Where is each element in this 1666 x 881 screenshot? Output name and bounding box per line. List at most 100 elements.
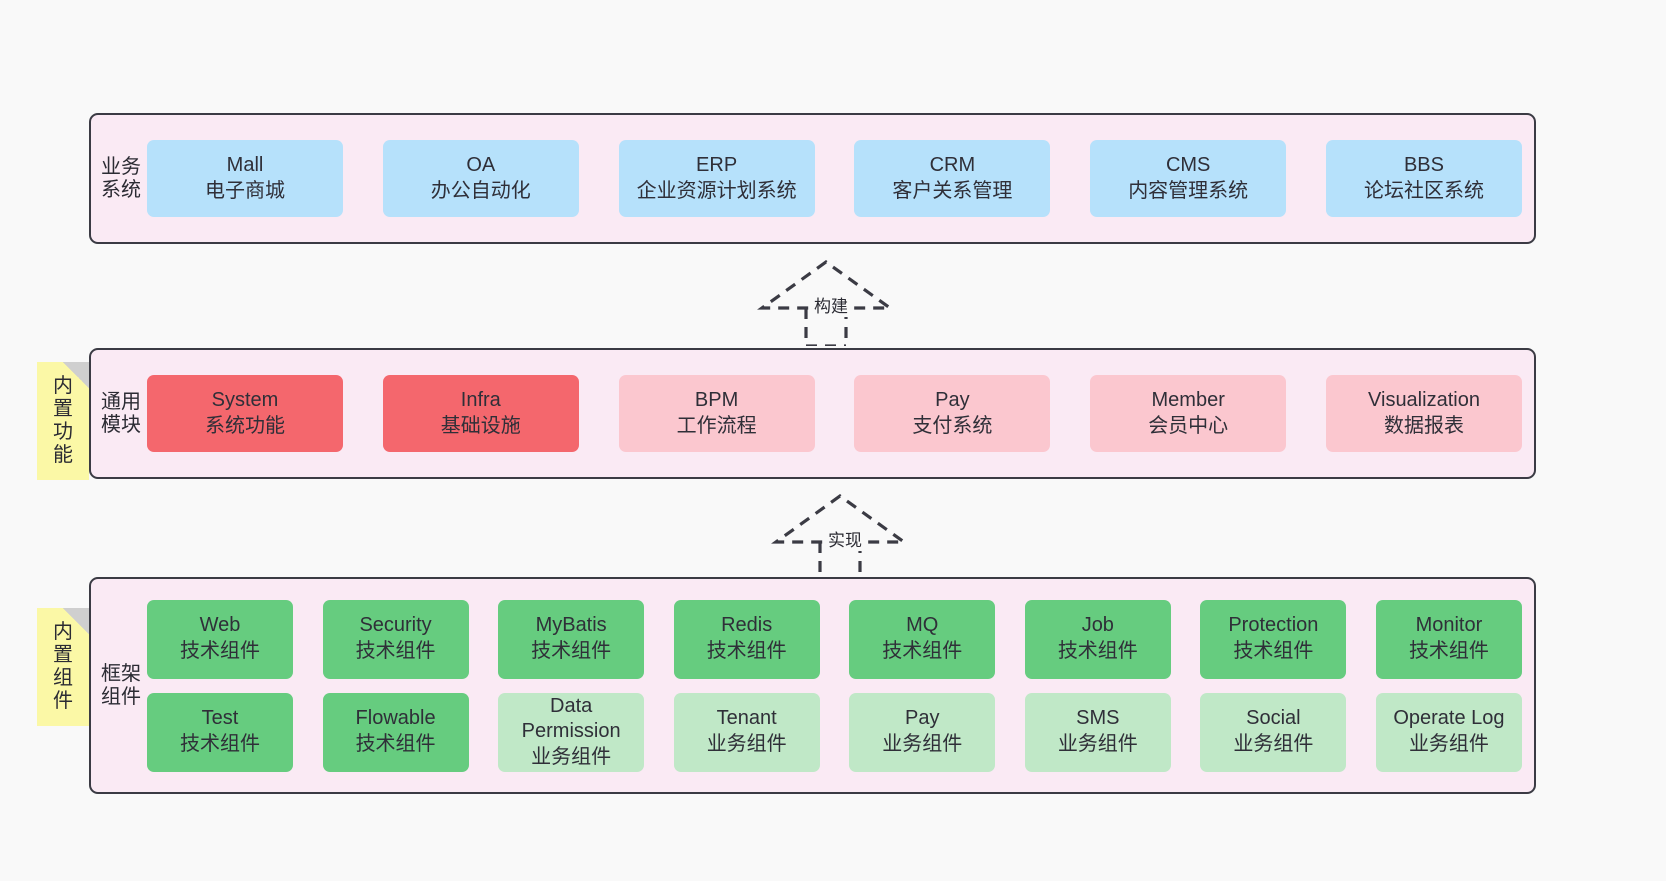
card-protection[interactable]: Protection 技术组件 (1200, 599, 1347, 679)
card-cms[interactable]: CMS 内容管理系统 (1090, 140, 1287, 217)
framework-tech-row: Web 技术组件 Security 技术组件 MyBatis 技术组件 Redi… (147, 599, 1522, 679)
card-infra[interactable]: Infra 基础设施 (382, 375, 579, 452)
card-title-en: Protection (1228, 614, 1319, 637)
card-title-cn: 业务组件 (1057, 733, 1138, 755)
note-builtin-function: 内置功能 (37, 362, 89, 480)
card-visualization[interactable]: Visualization 数据报表 (1325, 375, 1522, 452)
card-title-en: ERP (696, 153, 738, 176)
card-title-en: Job (1081, 614, 1114, 637)
layer-framework-component: 框架组件 Web 技术组件 Security 技术组件 MyBatis 技术组件… (89, 577, 1536, 794)
card-title-en: System (211, 388, 279, 411)
card-title-en: Flowable (355, 707, 436, 730)
card-title-cn: 会员中心 (1148, 414, 1229, 437)
card-title-cn: 论坛社区系统 (1363, 179, 1484, 202)
connector-implement-label: 实现 (826, 526, 864, 551)
card-title-cn: 基础设施 (440, 414, 521, 437)
card-monitor[interactable]: Monitor 技术组件 (1375, 599, 1522, 679)
card-tenant[interactable]: Tenant 业务组件 (673, 692, 820, 772)
card-social[interactable]: Social 业务组件 (1200, 692, 1347, 772)
card-title-cn: 业务组件 (706, 733, 787, 755)
card-crm[interactable]: CRM 客户关系管理 (854, 140, 1051, 217)
card-title-en: Security (359, 614, 432, 637)
card-title-cn: 电子商城 (205, 179, 285, 202)
card-title-en: Pay (905, 707, 940, 730)
card-title-cn: 技术组件 (1408, 640, 1489, 662)
card-title-cn: 技术组件 (531, 640, 612, 662)
card-title-cn: 数据报表 (1383, 414, 1464, 437)
layer-business-system: 业务系统 Mall 电子商城 OA 办公自动化 ERP 企业资源计划系统 CRM… (89, 113, 1536, 244)
card-bpm[interactable]: BPM 工作流程 (618, 375, 815, 452)
card-title-cn: 内容管理系统 (1128, 179, 1249, 202)
card-mall[interactable]: Mall 电子商城 (147, 140, 343, 217)
card-title-cn: 工作流程 (676, 414, 757, 437)
card-title-en: Mall (226, 153, 264, 176)
card-title-cn: 系统功能 (205, 414, 285, 437)
card-title-cn: 技术组件 (1233, 640, 1314, 662)
note-builtin-function-text: 内置功能 (53, 374, 73, 467)
layer-title-common-module: 通用模块 (101, 390, 141, 436)
card-title-cn: 技术组件 (355, 733, 436, 755)
card-job[interactable]: Job 技术组件 (1024, 599, 1171, 679)
card-title-cn: 业务组件 (1408, 733, 1489, 755)
card-title-cn: 业务组件 (882, 733, 963, 755)
card-title-cn: 技术组件 (882, 640, 963, 662)
card-title-en: Monitor (1415, 614, 1483, 637)
card-web[interactable]: Web 技术组件 (147, 599, 293, 679)
card-title-en: Social (1246, 707, 1301, 730)
card-title-cn: 技术组件 (180, 640, 260, 662)
card-pay-business[interactable]: Pay 业务组件 (849, 692, 996, 772)
card-title-en: Pay (935, 388, 970, 411)
card-mq[interactable]: MQ 技术组件 (849, 599, 996, 679)
card-title-en: Operate Log (1393, 707, 1505, 730)
note-fold-corner-icon (63, 608, 89, 634)
card-bbs[interactable]: BBS 论坛社区系统 (1325, 140, 1522, 217)
card-redis[interactable]: Redis 技术组件 (673, 599, 820, 679)
card-oa[interactable]: OA 办公自动化 (382, 140, 579, 217)
card-pay[interactable]: Pay 支付系统 (854, 375, 1051, 452)
card-title-cn: 技术组件 (180, 733, 260, 755)
layer-title-business-system: 业务系统 (101, 155, 141, 201)
card-title-en: Redis (721, 614, 773, 637)
note-fold-corner-icon (63, 362, 89, 388)
card-title-en: Infra (460, 388, 501, 411)
framework-component-card-list: Web 技术组件 Security 技术组件 MyBatis 技术组件 Redi… (141, 599, 1534, 772)
note-builtin-component: 内置组件 (37, 608, 89, 726)
card-title-en: Web (199, 614, 241, 637)
card-flowable[interactable]: Flowable 技术组件 (322, 692, 469, 772)
card-member[interactable]: Member 会员中心 (1090, 375, 1287, 452)
card-title-en: Visualization (1368, 388, 1480, 411)
card-title-en: Member (1151, 388, 1225, 411)
card-title-cn: 业务组件 (1233, 733, 1314, 755)
card-title-cn: 支付系统 (912, 414, 993, 437)
card-security[interactable]: Security 技术组件 (322, 599, 469, 679)
layer-common-module: 通用模块 System 系统功能 Infra 基础设施 BPM 工作流程 Pay… (89, 348, 1536, 479)
card-title-en: Test (201, 707, 239, 730)
card-mybatis[interactable]: MyBatis 技术组件 (498, 599, 645, 679)
card-data-permission[interactable]: Data Permission 业务组件 (498, 692, 645, 772)
card-test[interactable]: Test 技术组件 (147, 692, 293, 772)
card-operate-log[interactable]: Operate Log 业务组件 (1375, 692, 1522, 772)
framework-business-row: Test 技术组件 Flowable 技术组件 Data Permission … (147, 692, 1522, 772)
card-title-cn: 企业资源计划系统 (636, 179, 797, 202)
card-title-en: OA (466, 153, 496, 176)
card-title-en: BBS (1403, 153, 1444, 176)
card-title-en: Tenant (716, 707, 777, 730)
card-system[interactable]: System 系统功能 (147, 375, 343, 452)
card-erp[interactable]: ERP 企业资源计划系统 (618, 140, 815, 217)
card-title-en: SMS (1076, 707, 1120, 730)
card-title-en: MyBatis (535, 614, 607, 637)
card-title-cn: 技术组件 (706, 640, 787, 662)
card-title-cn: 办公自动化 (430, 179, 531, 202)
card-title-en: BPM (694, 388, 739, 411)
card-title-en: CMS (1165, 153, 1211, 176)
card-sms[interactable]: SMS 业务组件 (1024, 692, 1171, 772)
card-title-cn: 业务组件 (531, 745, 612, 768)
common-module-card-list: System 系统功能 Infra 基础设施 BPM 工作流程 Pay 支付系统… (141, 375, 1534, 452)
card-title-cn: 技术组件 (1057, 640, 1138, 662)
business-system-card-list: Mall 电子商城 OA 办公自动化 ERP 企业资源计划系统 CRM 客户关系… (141, 140, 1534, 217)
layer-title-framework-component: 框架组件 (101, 662, 141, 708)
note-builtin-component-text: 内置组件 (53, 620, 73, 713)
card-title-en: MQ (906, 614, 939, 637)
card-title-cn: 技术组件 (355, 640, 436, 662)
